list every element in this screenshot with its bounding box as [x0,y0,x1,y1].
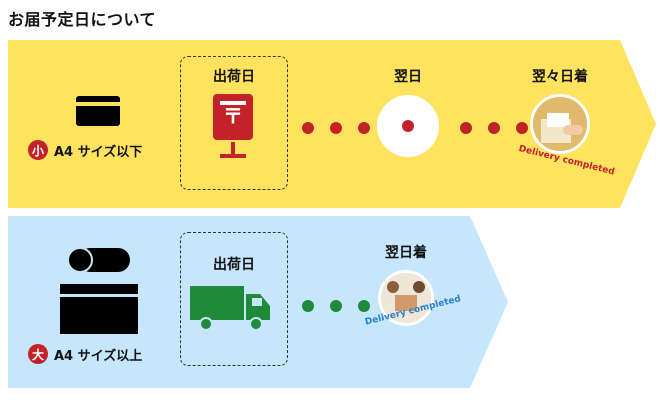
tube-parcel-icon [67,247,130,273]
mailbox-icon [213,94,253,158]
dot [302,300,314,312]
dot [330,122,342,134]
large-arrive-label: 翌日着 [385,245,427,261]
dot [358,122,370,134]
dot [460,122,472,134]
small-delivery-photo [530,94,590,154]
large-size-label: 大 A4 サイズ以上 [28,344,142,364]
page-title: お届予定日について [8,10,157,29]
next-day-circle [377,95,439,157]
small-size-label: 小 A4 サイズ以下 [28,140,142,160]
small-size-text: A4 サイズ以下 [54,144,143,160]
large-delivery-photo [378,270,434,326]
dot [358,300,370,312]
dot [488,122,500,134]
small-arrive-label: 翌々日着 [532,69,588,85]
small-dots-2 [460,122,528,134]
card-icon [76,96,120,126]
parcel-handover-photo-icon [381,273,431,323]
small-ship-label: 出荷日 [213,69,255,85]
dot [516,122,528,134]
truck-icon [190,286,270,331]
dot [302,122,314,134]
small-item-band: 小 A4 サイズ以下 出荷日 〒 翌日 翌々日着 Delivery comp [8,40,656,208]
small-dots-1 [302,122,370,134]
small-ship-day-box [180,56,288,190]
dot [330,300,342,312]
large-dots [302,300,370,312]
large-ship-day-box [180,232,288,366]
large-badge: 大 [28,344,48,364]
large-item-band: 大 A4 サイズ以上 出荷日 翌日着 Delivery completed [8,216,508,388]
postal-mark: 〒 [223,104,243,128]
small-next-label: 翌日 [394,69,422,85]
large-ship-label: 出荷日 [213,257,255,273]
small-badge: 小 [28,140,48,160]
box-parcel-icon [60,284,138,334]
mailbox-photo-icon [533,97,587,151]
large-size-text: A4 サイズ以上 [54,348,143,364]
